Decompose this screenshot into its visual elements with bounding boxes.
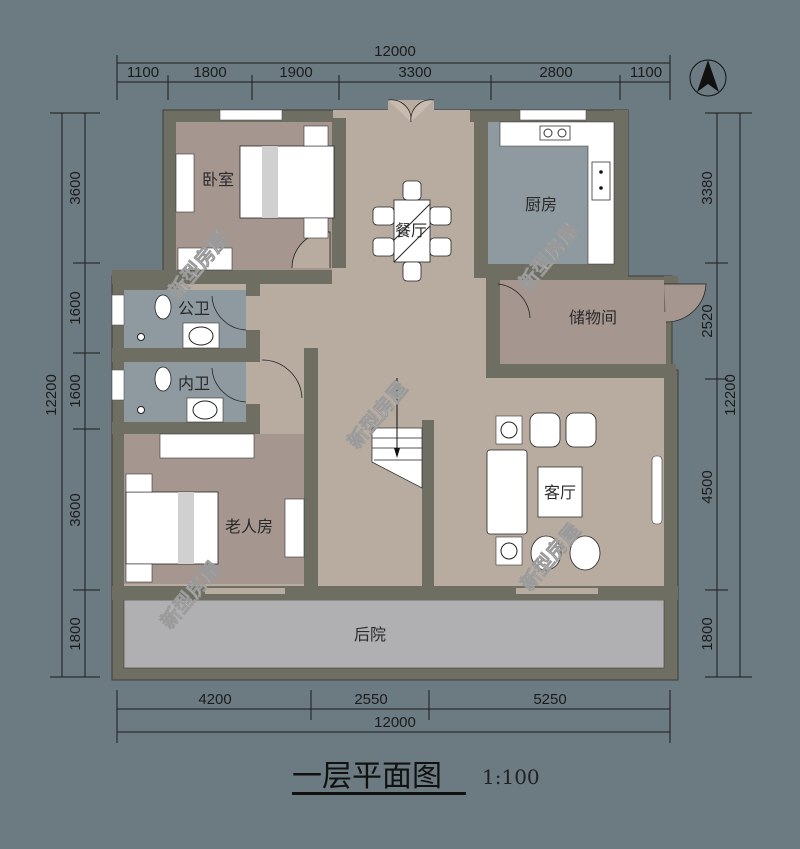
toilet-icon	[154, 366, 172, 392]
room-label-dining: 餐厅	[395, 221, 427, 240]
right-dim-3: 4500	[699, 470, 716, 503]
room-label-backyard: 后院	[354, 625, 386, 644]
top-dimensions	[116, 55, 671, 100]
north-arrow-icon	[689, 59, 727, 97]
plan-scale: 1:100	[482, 765, 540, 789]
top-total-dim: 12000	[374, 43, 416, 60]
plan-title: 一层平面图	[292, 759, 442, 794]
room-label-kitchen: 厨房	[525, 195, 557, 214]
basin-icon	[186, 397, 224, 423]
right-dim-4: 1800	[699, 617, 716, 650]
bottom-dim-2: 2550	[354, 691, 387, 708]
room-label-ensuite-bath: 内卫	[178, 374, 210, 393]
top-dim-5: 2800	[539, 64, 572, 81]
title-underline	[292, 792, 466, 795]
bed-icon	[125, 491, 219, 565]
bedroom-window	[219, 109, 283, 121]
right-dim-1: 3380	[699, 171, 716, 204]
left-total-dim: 12200	[43, 374, 60, 416]
tv-icon	[651, 455, 663, 525]
backyard-floor	[123, 599, 665, 669]
top-dim-1: 1100	[127, 64, 159, 81]
building	[111, 99, 707, 681]
storage-door-right	[664, 283, 707, 323]
room-label-bedroom: 卧室	[202, 170, 234, 189]
top-dim-2: 1800	[193, 64, 226, 81]
room-label-living: 客厅	[544, 483, 576, 502]
kitchen-counter	[499, 121, 615, 265]
wardrobe-icon	[159, 433, 255, 459]
tv-cabinet-icon	[284, 498, 305, 558]
left-dim-5: 1800	[67, 617, 84, 650]
room-label-public-bath: 公卫	[178, 299, 210, 318]
sink-icon	[591, 161, 611, 201]
top-dim-3: 1900	[279, 64, 312, 81]
left-dim-2: 1600	[67, 291, 84, 324]
bottom-dimensions	[116, 690, 671, 743]
front-door-right	[410, 99, 435, 123]
armchair-icon	[565, 412, 597, 448]
sofa-icon	[486, 449, 528, 535]
tv-cabinet-icon	[175, 153, 195, 213]
toilet-icon	[154, 294, 172, 320]
storage-floor	[498, 280, 666, 364]
left-dimensions	[50, 112, 100, 678]
bottom-dim-1: 4200	[198, 691, 231, 708]
left-dim-4: 3600	[67, 493, 84, 526]
armchair-icon	[529, 412, 561, 448]
top-dim-6: 1100	[630, 64, 662, 81]
kitchen-window	[519, 109, 587, 121]
bed-icon	[239, 145, 335, 219]
room-label-storage: 储物间	[569, 308, 617, 327]
bottom-total-dim: 12000	[374, 714, 416, 731]
left-dim-3: 1600	[67, 374, 84, 407]
left-dim-1: 3600	[67, 171, 84, 204]
right-dimensions	[705, 112, 752, 678]
room-label-elder-room: 老人房	[225, 517, 273, 536]
bottom-dim-3: 5250	[533, 691, 566, 708]
coffee-table-icon	[537, 466, 583, 518]
right-total-dim: 12200	[722, 374, 739, 416]
right-dim-2: 2520	[699, 304, 716, 337]
top-dim-4: 3300	[398, 64, 431, 81]
